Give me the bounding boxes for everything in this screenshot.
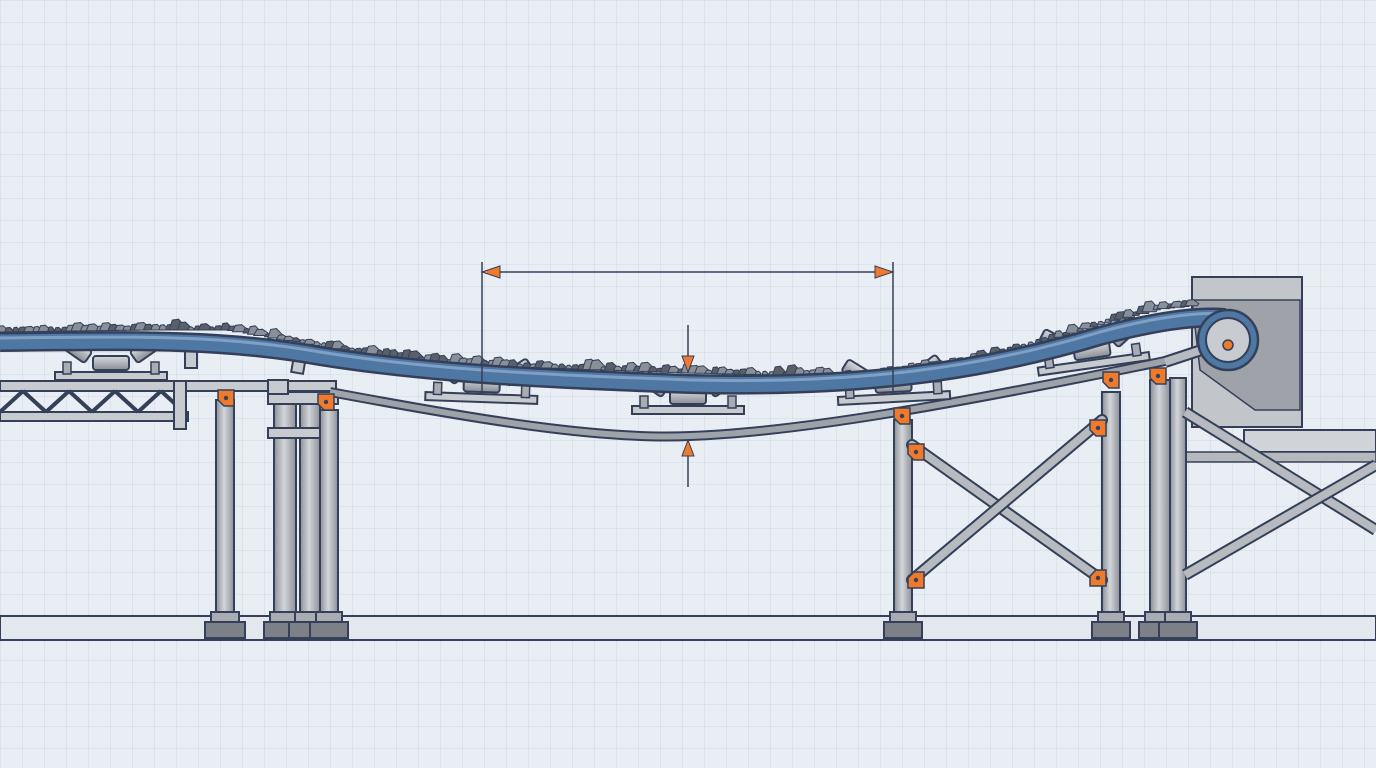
ore-chunk <box>282 335 296 341</box>
conveyor-belt <box>0 307 1226 395</box>
mounting-bracket <box>1149 367 1167 385</box>
column-footing <box>1158 621 1198 639</box>
ore-chunk <box>312 341 322 346</box>
ore-chunk <box>557 363 567 369</box>
mounting-bracket <box>1089 419 1107 437</box>
ore-chunk <box>550 363 560 369</box>
ore-chunk <box>347 347 357 352</box>
idler-frame <box>631 405 745 415</box>
sag-arrow-icon <box>681 438 695 457</box>
column-footing <box>1091 621 1131 639</box>
ore-chunk <box>47 326 55 332</box>
ore-chunk <box>743 366 758 375</box>
idler-frame <box>1036 350 1151 377</box>
bracket-bolt <box>1095 425 1101 431</box>
truss-web <box>90 389 117 414</box>
ore-chunk <box>37 324 51 332</box>
column-footing <box>883 621 923 639</box>
ore-chunk <box>339 345 351 351</box>
mounting-bracket <box>907 571 925 589</box>
column-base-plate <box>1097 611 1125 623</box>
dimension-arrow-icon <box>480 265 501 279</box>
span-dimension <box>480 262 895 392</box>
ore-chunk <box>291 337 301 343</box>
idler-frame <box>424 391 539 405</box>
ore-chunk <box>612 365 624 371</box>
ore-chunk <box>197 323 213 331</box>
mounting-bracket <box>1102 371 1120 389</box>
truss-web <box>21 389 48 414</box>
ore-chunk <box>1096 320 1106 326</box>
truss-end-post <box>173 380 187 430</box>
column-base-plate <box>889 611 917 623</box>
idler-bracket <box>150 361 160 375</box>
ore-chunk <box>303 338 317 345</box>
ore-chunk <box>53 326 63 332</box>
bracket-bolt <box>1095 575 1101 581</box>
truss-web <box>113 389 140 414</box>
bracket-bolt <box>913 577 919 583</box>
column-footing <box>309 621 349 639</box>
column-tie <box>267 427 321 439</box>
idler-bracket <box>932 380 943 395</box>
bracket-bolt <box>1155 373 1161 379</box>
idler-bracket <box>432 381 443 396</box>
mounting-brackets <box>217 367 1167 589</box>
column-cap <box>267 379 289 395</box>
truss-web <box>44 389 71 414</box>
ore-chunk <box>187 326 195 331</box>
dimension-arrow-icon <box>874 265 895 279</box>
idler-bracket <box>520 384 531 399</box>
ore-chunk <box>565 364 573 370</box>
column-footing <box>204 621 246 639</box>
mounting-bracket <box>217 389 235 407</box>
bracket-bolt <box>323 399 329 405</box>
ore-chunk <box>1184 299 1200 307</box>
bracket-bolt <box>223 395 229 401</box>
mounting-bracket <box>907 443 925 461</box>
mounting-bracket <box>893 407 911 425</box>
cross-bracing <box>906 406 1376 586</box>
mounting-bracket <box>1089 569 1107 587</box>
idler-bracket <box>639 395 649 409</box>
idler-bracket <box>727 395 737 409</box>
idler-bracket <box>62 361 72 375</box>
bracket-bolt <box>1108 377 1114 383</box>
mounting-bracket <box>317 393 335 411</box>
support-column <box>215 399 235 613</box>
idler-bracket <box>1130 342 1142 358</box>
ore-chunk <box>252 328 269 336</box>
idler-frame <box>54 371 168 381</box>
truss-web <box>136 389 163 414</box>
head-pulley <box>1196 308 1260 372</box>
support-column <box>1149 379 1171 613</box>
ore-chunk <box>158 324 168 331</box>
ore-load <box>0 299 1200 378</box>
truss-top-chord <box>0 380 189 392</box>
ore-chunk <box>647 365 659 373</box>
bracket-bolt <box>913 449 919 455</box>
truss-web <box>67 389 94 414</box>
deck-beam <box>185 380 337 392</box>
column-base-plate <box>1164 611 1192 623</box>
support-column <box>1169 377 1187 613</box>
return-belt <box>329 334 1234 442</box>
idler-frame <box>836 389 952 406</box>
truss-bottom-chord <box>0 411 189 422</box>
bracket-bolt <box>899 413 905 419</box>
sag-arrow-icon <box>681 355 695 374</box>
left-truss <box>0 380 337 430</box>
column-base-plate <box>315 611 343 623</box>
idler-roll <box>92 355 130 371</box>
sag-dimension <box>681 325 695 487</box>
truss-web <box>0 389 25 414</box>
column-base-plate <box>210 611 240 623</box>
support-columns <box>204 377 1198 639</box>
support-column <box>319 409 339 613</box>
